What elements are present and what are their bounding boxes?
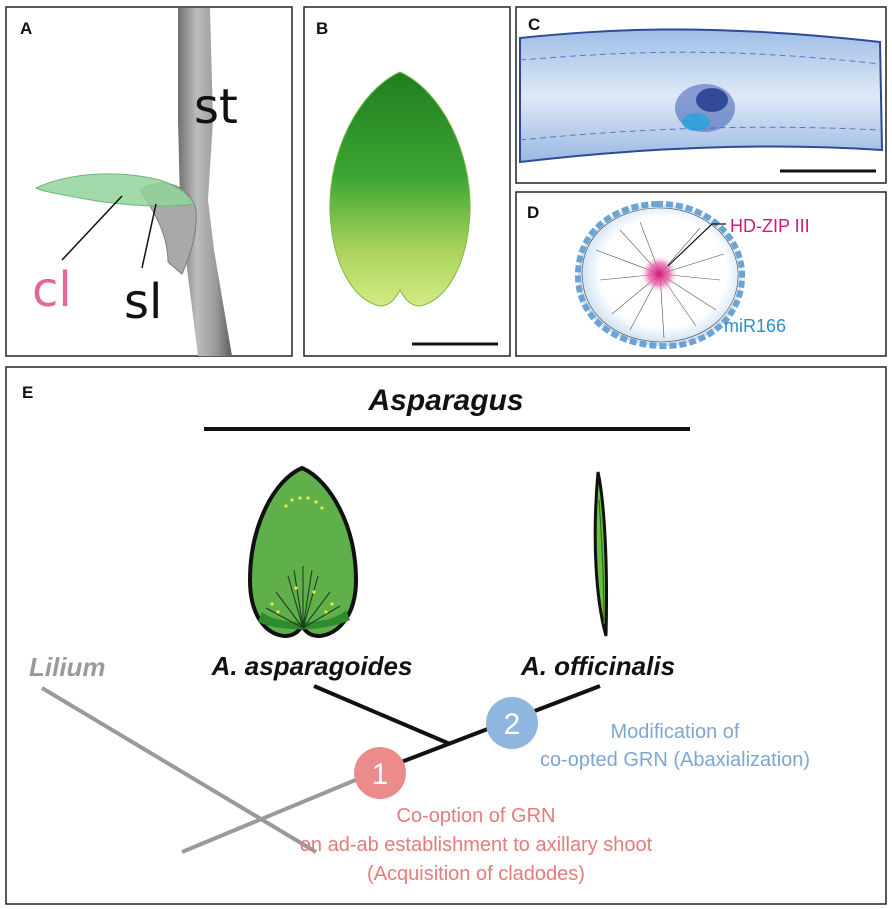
event-2-line-2: co-opted GRN (Abaxialization) [540,749,810,771]
branch-asparagus [369,684,601,776]
hdzip-pointer [667,223,726,267]
cladode-photo [329,71,471,307]
hdzip-domain [641,256,677,292]
xylem [696,88,728,112]
panel-d-letter: D [527,203,539,222]
panel-b-letter: B [316,19,328,38]
panel-e: E Asparagus Lilium A. aspa [5,366,887,905]
upper-epidermis [519,51,881,65]
genus-title: Asparagus [367,384,523,417]
label-asparagoides: A. asparagoides [211,651,413,681]
event-2-line-1: Modification of [611,721,740,743]
panel-c-letter: C [528,15,540,34]
phloem [682,113,710,131]
panel-a-letter: A [20,19,32,38]
label-mir166: miR166 [724,316,786,336]
asparagoides-cladode-icon [247,465,359,639]
event-1-circle [354,747,406,799]
event-1-line-3: (Acquisition of cladodes) [367,863,585,885]
label-officinalis: A. officinalis [520,651,675,681]
branch-asparagoides [313,684,451,746]
panel-e-letter: E [22,383,33,402]
cladode-image [34,173,195,207]
branch-lilium [40,686,318,854]
event-2-number: 2 [504,708,521,741]
event-1-line-1: Co-option of GRN [397,805,556,827]
stem-image [178,8,232,356]
event-2-circle [486,697,538,749]
event-1-line-2: on ad-ab establishment to axillary shoot [300,834,653,856]
officinalis-cladode-icon [593,471,609,637]
event-1-marker: 1 [354,747,406,799]
phylogeny-tree [40,684,601,854]
label-cl: cl [32,262,72,318]
cell-outline [581,207,739,343]
panel-b: B [303,6,511,357]
sl-pointer [141,203,157,269]
panel-e-frame [5,366,887,905]
cl-pointer [61,195,123,261]
label-st: st [194,79,238,135]
branch-root [181,772,371,854]
event-1-number: 1 [372,758,389,791]
label-sl: sl [124,274,162,330]
event-2-marker: 2 [486,697,538,749]
panel-d: D HD-ZIP III miR166 [515,191,887,357]
panel-c: C [515,6,887,184]
panel-a: A st cl sl [5,6,293,357]
label-lilium: Lilium [29,652,106,682]
label-hdzip: HD-ZIP III [730,216,810,236]
